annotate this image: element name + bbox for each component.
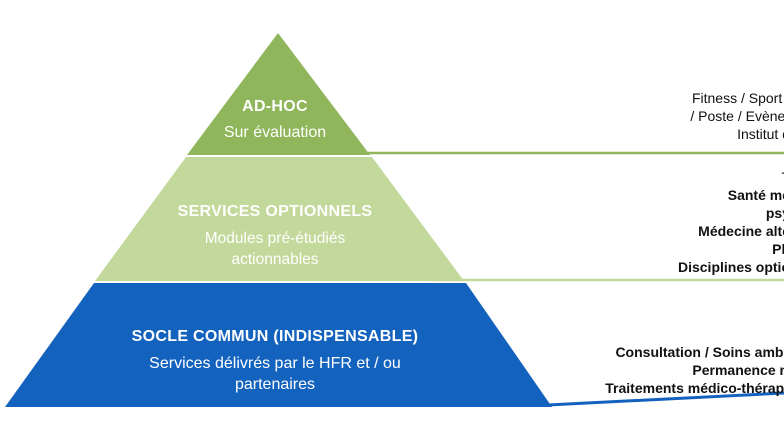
side-notes-optional: T Santé me psy Médecine alte Ph Discipli… [678, 168, 784, 276]
side-notes-socle: Consultation / Soins ambu Permanence m T… [605, 343, 784, 397]
side-note-line: / Poste / Evèner [690, 108, 784, 124]
tier-optional-subtitle-line2: actionnables [231, 251, 319, 268]
side-note-line: Institut d [737, 126, 784, 142]
tier-socle-text: SOCLE COMMUN (INDISPENSABLE) Services dé… [60, 328, 490, 395]
side-note-line: Consultation / Soins ambu [615, 344, 784, 360]
side-note-line: Santé me [727, 187, 784, 203]
tier-optional-subtitle-line1: Modules pré-étudiés [204, 230, 346, 247]
tier-socle-subtitle-line2: partenaires [234, 376, 316, 393]
tier-adhoc-text: AD-HOC Sur évaluation [190, 98, 360, 143]
side-note-line: Fitness / Sport / [691, 90, 784, 106]
pyramid-tier-socle [5, 283, 552, 407]
side-note-line: psy [765, 205, 784, 221]
side-note-line: T [678, 168, 784, 186]
tier-optional-text: SERVICES OPTIONNELS Modules pré-étudiés … [120, 203, 430, 270]
side-note-line: Médecine alte [698, 223, 784, 239]
side-notes-adhoc: Fitness / Sport / / Poste / Evèner Insti… [690, 89, 784, 143]
pyramid-tier-optional [95, 157, 464, 281]
side-note-line: Disciplines optio [677, 259, 784, 275]
connector-line-socle [547, 391, 784, 407]
tier-adhoc-subtitle: Sur évaluation [223, 124, 327, 141]
side-note-line: Traitements médico-thérape [605, 380, 784, 396]
side-note-line: Ph [772, 241, 784, 257]
side-note-line: Permanence m [692, 362, 784, 378]
tier-socle-title: SOCLE COMMUN (INDISPENSABLE) [131, 328, 419, 345]
tier-adhoc-title: AD-HOC [242, 98, 308, 115]
tier-optional-title: SERVICES OPTIONNELS [177, 203, 373, 220]
tier-socle-subtitle-line1: Services délivrés par le HFR et / ou [149, 355, 401, 372]
pyramid-tier-adhoc [187, 33, 370, 155]
